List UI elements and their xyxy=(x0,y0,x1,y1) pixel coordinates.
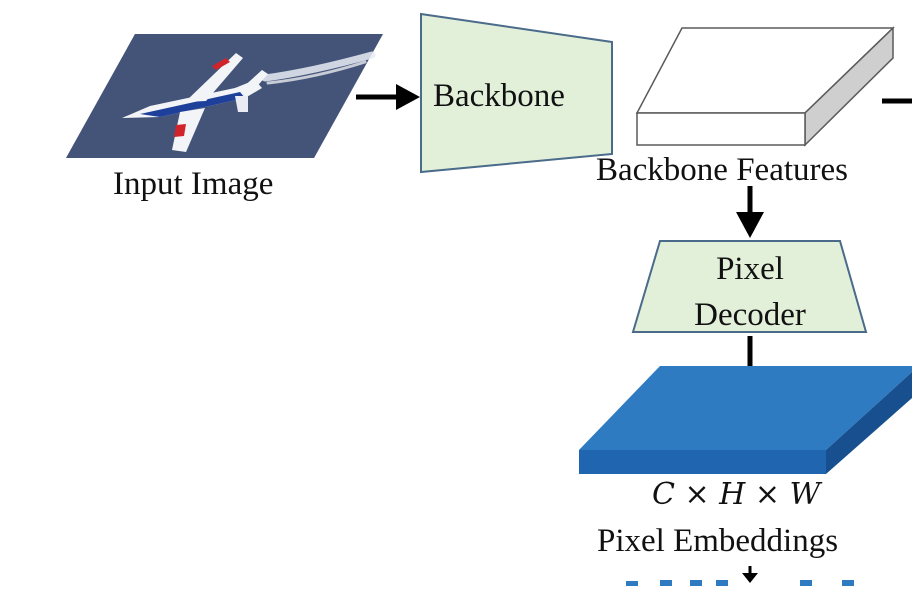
pixel-embeddings-slab xyxy=(579,366,912,474)
backbone-label: Backbone xyxy=(433,78,565,114)
input-image-label: Input Image xyxy=(113,166,274,202)
pixel-decoder-label-line2: Decoder xyxy=(694,297,806,333)
arrow-image-to-backbone xyxy=(356,84,420,110)
backbone-features-slab xyxy=(635,26,895,147)
pixel-embeddings-dims: C × H × W xyxy=(652,477,821,512)
backbone-features-label: Backbone Features xyxy=(596,152,848,188)
next-stage-partial xyxy=(626,580,854,586)
arrow-features-to-decoder xyxy=(736,186,764,238)
arrow-embeddings-down-stub xyxy=(742,566,758,583)
pixel-decoder-label-line1: Pixel xyxy=(716,251,784,287)
backbone-block xyxy=(420,12,613,174)
input-image-thumbnail xyxy=(66,34,383,158)
pixel-decoder-block xyxy=(631,240,868,333)
pixel-embeddings-label: Pixel Embeddings xyxy=(597,523,839,559)
